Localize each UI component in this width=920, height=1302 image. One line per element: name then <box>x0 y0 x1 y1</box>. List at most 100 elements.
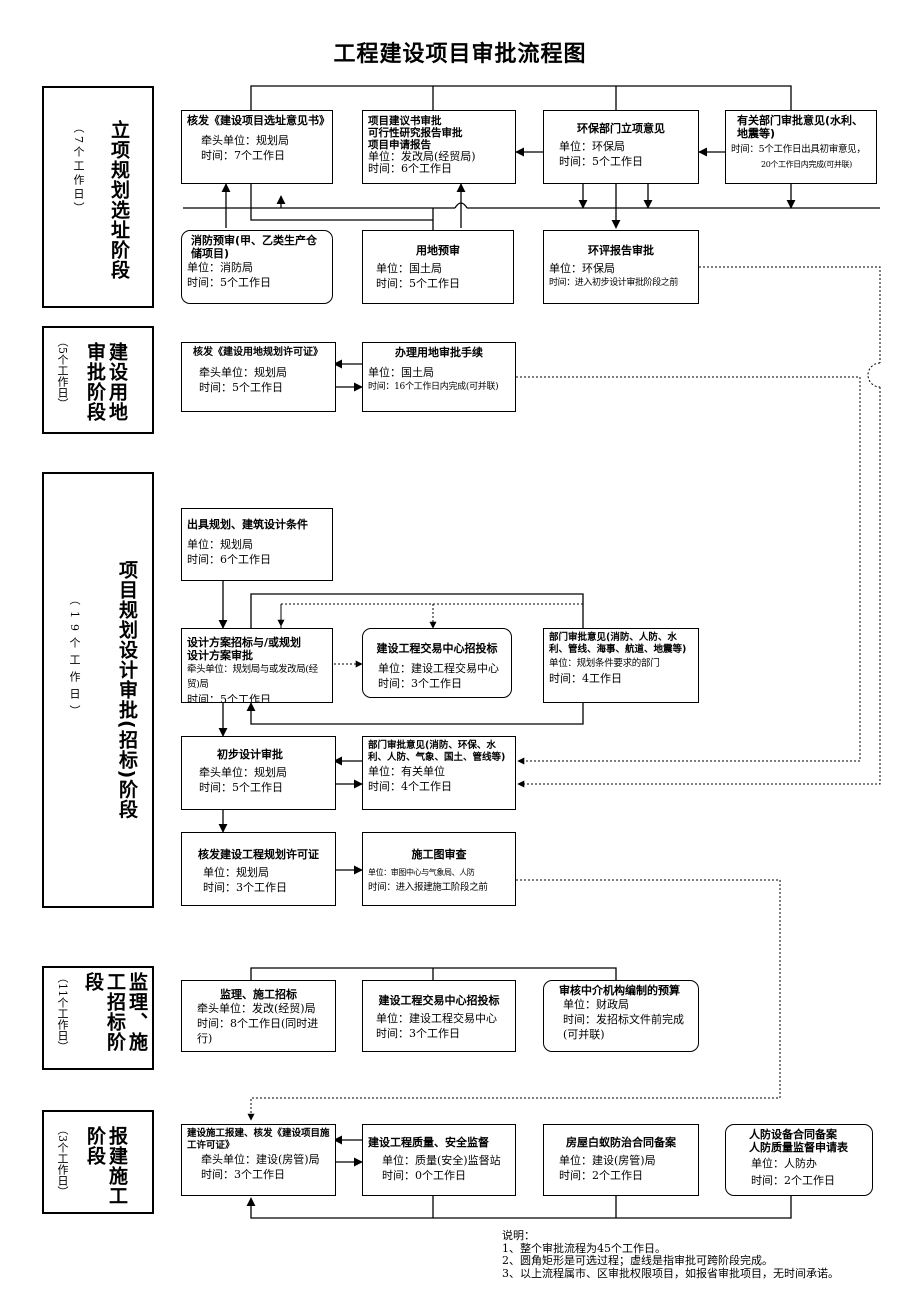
box-title: 审核中介机构编制的预算 <box>559 984 680 997</box>
stage-1-frame: 立项规划选址阶段 （7个工作日） <box>42 86 154 308</box>
box-unit: 单位：环保局 <box>549 262 615 275</box>
stage-1-name: 立项规划选址阶段 <box>108 120 130 280</box>
box-time: 时间：5个工作日 <box>199 381 283 394</box>
box-time: 时间：4个工作日 <box>368 780 452 793</box>
stage-1-days: （7个工作日） <box>72 122 85 216</box>
box-title: 建设施工报建、核发《建设项目施工许可证》 <box>187 1128 330 1151</box>
box-title: 环保部门立项意见 <box>577 122 665 135</box>
box-title: 人防设备合同备案 人防质量监督申请表 <box>749 1128 848 1154</box>
box-unit: 单位：规划条件要求的部门 <box>549 658 660 669</box>
box-title: 部门审批意见(消防、人防、水利、管线、海事、航道、地震等) <box>549 632 687 655</box>
box-title: 监理、施工招标 <box>220 988 297 1001</box>
box-unit: 单位：环保局 <box>559 140 625 153</box>
box-time: 时间：2个工作日 <box>559 1169 643 1182</box>
box-preliminary-design: 初步设计审批 牵头单位：规划局 时间：5个工作日 <box>181 736 336 810</box>
box-eia-approval: 环评报告审批 单位：环保局 时间：进入初步设计审批阶段之前 <box>543 230 699 304</box>
box-construction-permit: 建设施工报建、核发《建设项目施工许可证》 牵头单位：建设(房管)局 时间：3个工… <box>181 1124 336 1196</box>
box-time: 时间：5个工作日 <box>199 781 283 794</box>
box-title: 消防预审(甲、乙类生产仓储项目) <box>191 234 318 260</box>
box-trading-center-bidding-1: 建设工程交易中心招投标 单位：建设工程交易中心 时间：3个工作日 <box>362 628 512 698</box>
box-trading-center-bidding-2: 建设工程交易中心招投标 单位：建设工程交易中心 时间：3个工作日 <box>362 980 516 1052</box>
box-construction-drawing-review: 施工图审查 单位：审图中心与气象局、人防 时间：进入报建施工阶段之前 <box>362 832 516 906</box>
box-time: 时间：3个工作日 <box>203 881 287 894</box>
box-unit: 单位：有关单位 <box>368 765 445 778</box>
box-design-scheme: 设计方案招标与/或规划 设计方案审批 牵头单位：规划局与或发改局(经贸)局 时间… <box>181 628 333 703</box>
stage-5-frame: 报建施工阶段 （3个工作日） <box>42 1110 154 1214</box>
stage-4-frame: 监理、施工招标阶段 （11个工作日） <box>42 966 154 1070</box>
notes: 说明： 1、整个审批流程为45个工作日。 2、圆角矩形是可选过程；虚线是指审批可… <box>502 1229 839 1280</box>
note-line: 2、圆角矩形是可选过程；虚线是指审批可跨阶段完成。 <box>502 1254 773 1267</box>
box-time: 时间：3个工作日 <box>201 1168 285 1181</box>
box-time: 时间：5个工作日 <box>376 277 460 290</box>
box-title: 办理用地审批手续 <box>395 346 483 359</box>
box-time: 时间：16个工作日内完成(可并联) <box>368 382 499 392</box>
box-title: 有关部门审批意见(水利、地震等) <box>737 114 864 140</box>
box-title: 建设工程交易中心招投标 <box>376 642 498 655</box>
stage-5-name: 报建施工阶段 <box>84 1126 128 1206</box>
box-title: 核发《建设用地规划许可证》 <box>193 347 323 358</box>
note-line: 3、以上流程属市、区审批权限项目，如报省审批项目，无时间承诺。 <box>502 1266 839 1280</box>
box-time: 时间：5个工作日 <box>187 693 271 703</box>
box-time: 时间：发招标文件前完成(可并联) <box>563 1013 684 1041</box>
box-unit: 牵头单位：发改(经贸)局 <box>197 1002 316 1015</box>
box-time: 时间：0个工作日 <box>382 1169 466 1182</box>
box-title: 项目建议书审批 可行性研究报告审批 项目申请报告 <box>368 115 463 151</box>
box-time: 时间：进入初步设计审批阶段之前 <box>549 278 679 288</box>
box-title: 施工图审查 <box>411 848 467 861</box>
stage-2-frame: 建设用地审批阶段 （5个工作日） <box>42 326 154 434</box>
stage-3-frame: 项目规划设计审批(招标)阶段 （19个工作日） <box>42 472 154 908</box>
box-planning-conditions: 出具规划、建筑设计条件 单位：规划局 时间：6个工作日 <box>181 508 333 581</box>
box-unit: 牵头单位：规划局 <box>201 134 289 147</box>
page-title: 工程建设项目审批流程图 <box>333 42 587 67</box>
box-unit: 单位：国土局 <box>376 262 442 275</box>
box-title: 部门审批意见(消防、环保、水利、人防、气象、国土、管线等) <box>368 740 506 763</box>
box-unit: 牵头单位：规划局 <box>199 766 287 779</box>
box-unit: 单位：规划局 <box>203 866 269 879</box>
box-department-opinions-1: 部门审批意见(消防、人防、水利、管线、海事、航道、地震等) 单位：规划条件要求的… <box>543 628 699 703</box>
box-time: 时间：2个工作日 <box>751 1174 835 1187</box>
stage-2-name: 建设用地审批阶段 <box>84 342 128 422</box>
stage-2-days: （5个工作日） <box>56 336 69 409</box>
box-unit: 单位：人防办 <box>751 1157 817 1170</box>
box-civil-defense-filing: 人防设备合同备案 人防质量监督申请表 单位：人防办 时间：2个工作日 <box>725 1124 873 1196</box>
box-land-pre-review: 用地预审 单位：国土局 时间：5个工作日 <box>362 230 514 304</box>
stage-3-days: （19个工作日） <box>68 594 81 722</box>
box-termite-contract-filing: 房屋白蚁防治合同备案 单位：建设(房管)局 时间：2个工作日 <box>543 1124 699 1196</box>
box-title: 房屋白蚁防治合同备案 <box>566 1136 676 1149</box>
box-unit: 单位：建设(房管)局 <box>559 1154 656 1167</box>
box-unit: 单位：建设工程交易中心 <box>376 1012 497 1025</box>
box-time: 时间：6个工作日 <box>187 553 271 566</box>
box-land-planning-permit: 核发《建设用地规划许可证》 牵头单位：规划局 时间：5个工作日 <box>181 342 336 412</box>
box-unit: 单位：消防局 <box>187 261 253 274</box>
box-title: 出具规划、建筑设计条件 <box>187 518 308 531</box>
box-quality-safety-supervision: 建设工程质量、安全监督 单位：质量(安全)监督站 时间：0个工作日 <box>362 1124 516 1196</box>
box-unit: 单位：财政局 <box>563 998 629 1011</box>
box-title: 用地预审 <box>416 244 460 257</box>
box-unit: 时间：5个工作日出具初审意见， <box>731 144 866 155</box>
box-unit: 单位：规划局 <box>187 538 253 551</box>
box-unit: 单位：建设工程交易中心 <box>378 662 499 675</box>
box-land-approval-procedures: 办理用地审批手续 单位：国土局 时间：16个工作日内完成(可并联) <box>362 342 516 412</box>
box-time: 时间：5个工作日 <box>187 276 271 289</box>
box-unit: 牵头单位：规划局 <box>199 366 287 379</box>
box-time: 时间：进入报建施工阶段之前 <box>368 882 488 893</box>
stage-4-days: （11个工作日） <box>56 972 69 1052</box>
stage-4-name: 监理、施工招标阶段 <box>82 972 148 1052</box>
box-unit: 单位：审图中心与气象局、人防 <box>368 868 475 877</box>
box-title: 核发《建设项目选址意见书》 <box>187 114 330 127</box>
box-time: 时间：5个工作日 <box>559 155 643 168</box>
box-time: 时间：8个工作日(同时进行) <box>197 1017 319 1045</box>
box-project-proposal: 项目建议书审批 可行性研究报告审批 项目申请报告 单位：发改局(经贸局) 时间：… <box>362 110 516 184</box>
box-time: 时间：3个工作日 <box>376 1027 460 1040</box>
box-other-departments: 有关部门审批意见(水利、地震等) 时间：5个工作日出具初审意见， 20个工作日内… <box>725 110 877 184</box>
box-unit: 牵头单位：建设(房管)局 <box>201 1153 320 1166</box>
stage-5-days: （3个工作日） <box>56 1124 69 1197</box>
box-budget-review: 审核中介机构编制的预算 单位：财政局 时间：发招标文件前完成(可并联) <box>543 980 699 1052</box>
note-line: 1、整个审批流程为45个工作日。 <box>502 1241 666 1255</box>
box-time: 时间：6个工作日 <box>368 162 452 175</box>
notes-heading: 说明： <box>502 1229 535 1242</box>
box-title: 建设工程交易中心招投标 <box>378 994 500 1007</box>
box-supervision-construction-bidding: 监理、施工招标 牵头单位：发改(经贸)局 时间：8个工作日(同时进行) <box>181 980 336 1052</box>
box-title: 初步设计审批 <box>217 748 283 761</box>
box-unit: 单位：国土局 <box>368 366 434 379</box>
